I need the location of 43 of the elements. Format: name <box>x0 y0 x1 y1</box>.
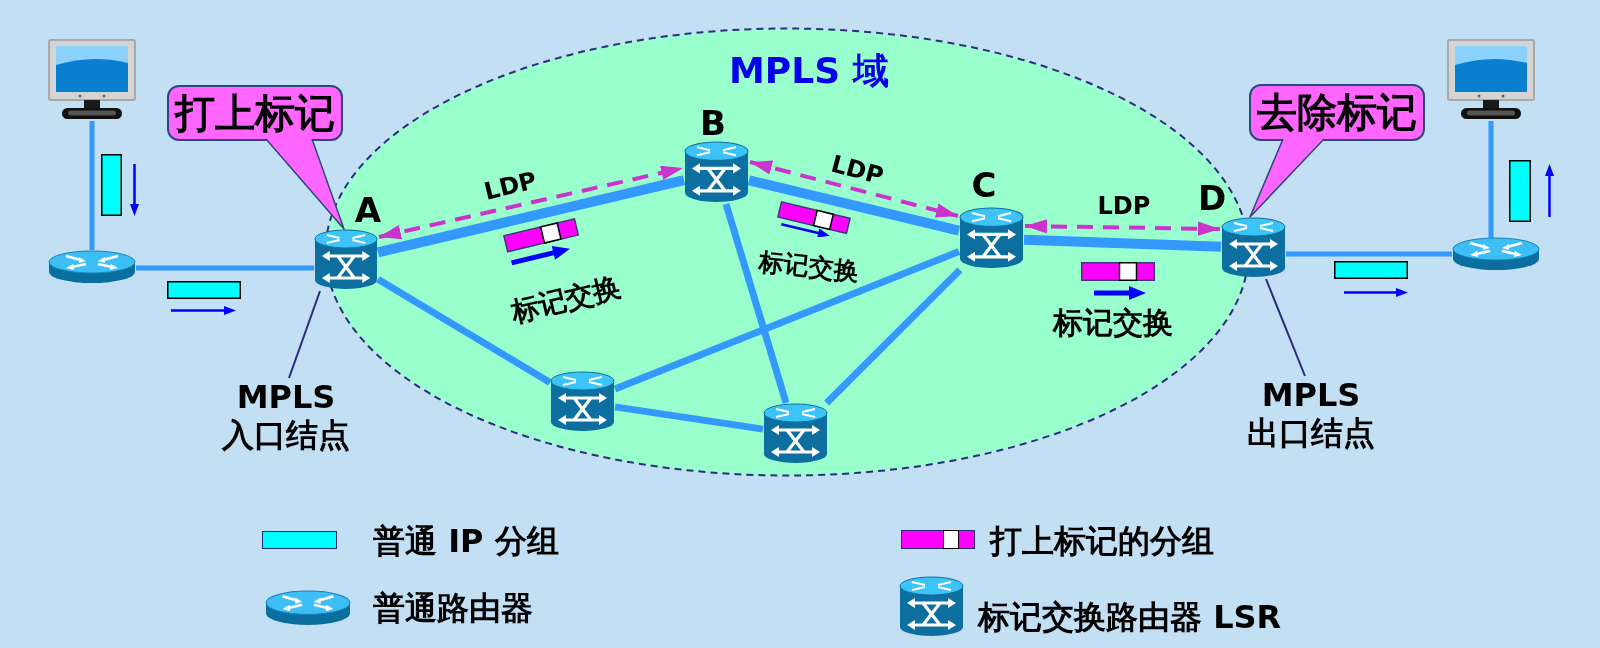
leader-line <box>288 290 321 379</box>
callout-pointer <box>1249 138 1325 218</box>
link-line <box>1286 251 1452 257</box>
switch-router-icon <box>763 403 828 465</box>
node-letter: A <box>353 193 383 227</box>
legend-text: 普通路由器 <box>373 588 533 628</box>
node-letter: B <box>699 106 727 140</box>
dashed-arrow <box>378 164 684 241</box>
legend-text: 标记交换路由器 LSR <box>978 597 1282 637</box>
dashed-arrow <box>749 158 959 220</box>
edge-label: LDP <box>1097 192 1151 220</box>
switch-router-icon <box>550 371 615 433</box>
annotation: 标记交换 <box>757 246 861 286</box>
edge-label: LDP <box>827 149 887 191</box>
caption-text: MPLS 入口结点 <box>200 378 372 456</box>
router-icon <box>48 250 136 284</box>
annotation: 标记交换 <box>1053 304 1173 340</box>
legend-text: 普通 IP 分组 <box>373 521 559 561</box>
computer-icon <box>1447 39 1535 121</box>
link-line <box>613 248 961 393</box>
callout-pointer <box>265 138 345 230</box>
link-line <box>722 203 790 404</box>
callout-bubble: 打上标记 <box>167 85 343 141</box>
link-line <box>89 121 95 250</box>
annotation: 标记交换 <box>507 271 625 329</box>
node-letter: C <box>970 168 998 202</box>
link-line <box>376 276 552 386</box>
edge-label: LDP <box>480 166 539 206</box>
link-line <box>136 265 314 271</box>
callout-bubble: 去除标记 <box>1249 84 1425 141</box>
link-line <box>614 403 764 433</box>
computer-icon <box>48 39 136 121</box>
link-line <box>747 175 961 236</box>
leader-line <box>1265 278 1306 377</box>
link-line <box>1023 234 1222 252</box>
link-line <box>376 175 686 258</box>
node-letter: D <box>1197 181 1227 215</box>
link-line <box>824 267 963 406</box>
domain-title: MPLS 域 <box>729 49 889 91</box>
dashed-arrow <box>1024 219 1221 236</box>
router-icon <box>1452 237 1540 271</box>
caption-text: MPLS 出口结点 <box>1225 376 1397 454</box>
legend-text: 打上标记的分组 <box>990 521 1214 561</box>
